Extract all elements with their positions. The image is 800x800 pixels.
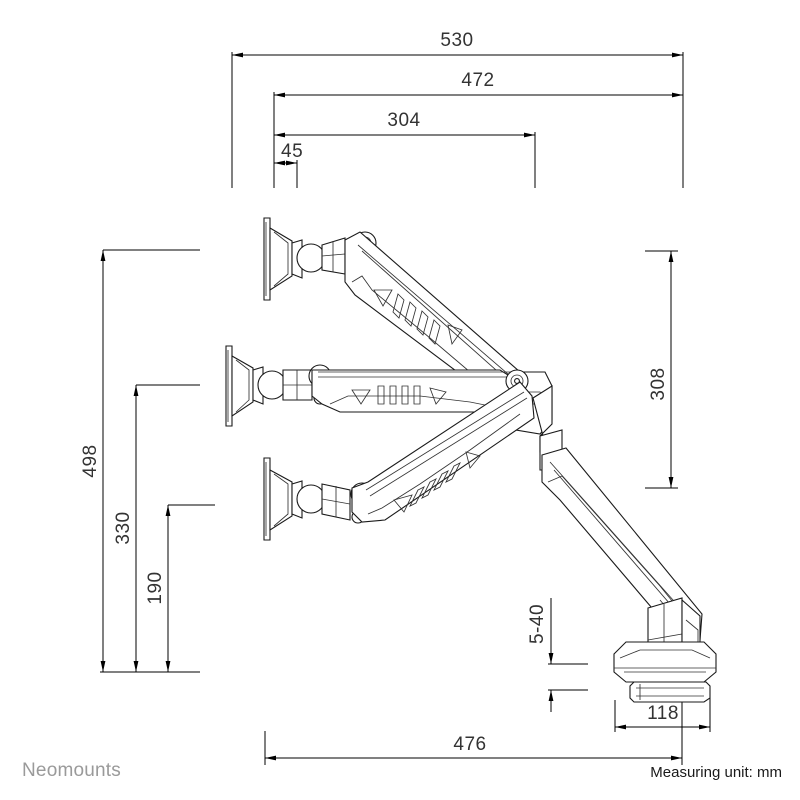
dimension-476-label: 476 <box>453 734 486 755</box>
gas-spring-arm-lower <box>351 381 535 523</box>
arm-lower-position <box>263 381 535 541</box>
dimension-498: 498 <box>80 250 106 672</box>
dimension-118: 118 <box>615 703 710 730</box>
vesa-plate-upper <box>263 217 293 301</box>
dimension-472-label: 472 <box>461 70 494 91</box>
gas-spring-arm-middle <box>311 369 517 413</box>
vesa-plate-middle <box>225 345 254 427</box>
dimension-45: 45 <box>274 141 303 166</box>
dimension-304: 304 <box>274 110 535 138</box>
dimension-476: 476 <box>265 734 682 761</box>
vesa-plate-lower <box>263 457 293 541</box>
top-extension-lines <box>231 52 684 188</box>
measuring-unit-note: Measuring unit: mm <box>650 764 782 781</box>
arm-middle-position <box>225 345 553 435</box>
dimension-330: 330 <box>113 385 139 672</box>
product-drawing <box>225 217 717 703</box>
brand-logo: Neomounts <box>22 760 121 781</box>
dimension-5-40-label: 5-40 <box>527 604 548 644</box>
dimension-530: 530 <box>232 30 683 58</box>
dimension-304-label: 304 <box>387 110 420 131</box>
dimension-530-label: 530 <box>440 30 473 51</box>
ball-joint-upper <box>291 237 346 279</box>
ball-joint-lower <box>291 480 351 521</box>
dimension-5-40: 5-40 <box>527 598 554 712</box>
desk-clamp-base <box>613 641 717 703</box>
reach-extension-lines <box>264 700 683 765</box>
left-extension-lines <box>100 249 215 673</box>
dimension-190: 190 <box>145 505 171 672</box>
dimension-45-label: 45 <box>281 141 303 162</box>
dimension-308-label: 308 <box>648 367 669 400</box>
dimension-118-label: 118 <box>647 703 679 724</box>
dimension-330-label: 330 <box>113 511 134 544</box>
arm-upper-position <box>263 217 521 405</box>
dimension-498-label: 498 <box>80 444 101 477</box>
ball-joint-middle <box>252 366 313 405</box>
clearance-extension-lines <box>548 663 588 691</box>
dimension-190-label: 190 <box>145 571 166 604</box>
dimension-308: 308 <box>648 251 674 488</box>
dimension-472: 472 <box>274 70 683 98</box>
vertical-post <box>532 385 703 677</box>
